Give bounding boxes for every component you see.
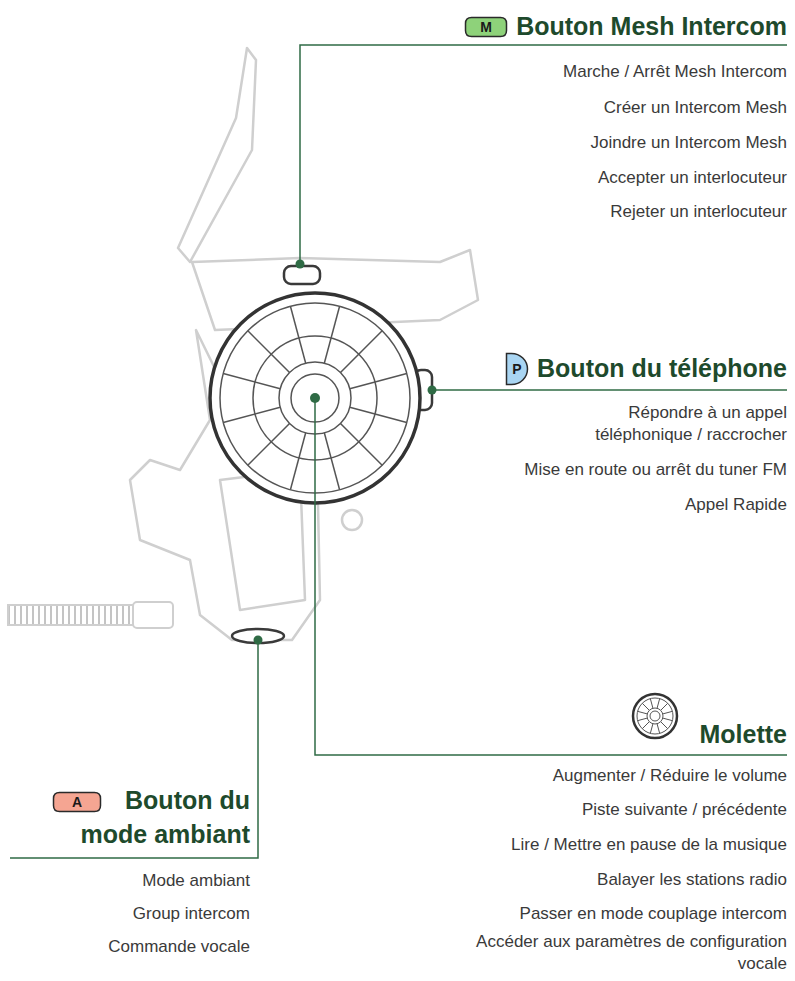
function-item: Joindre un Intercom Mesh bbox=[590, 132, 787, 154]
function-item: Accéder aux paramètres de configuration … bbox=[447, 931, 787, 975]
icon-letter: M bbox=[464, 16, 508, 38]
function-item: Lire / Mettre en pause de la musique bbox=[511, 834, 787, 856]
mesh-icon: M bbox=[464, 16, 508, 38]
icon-letter: P bbox=[505, 352, 529, 386]
function-item: Accepter un interlocuteur bbox=[598, 167, 787, 189]
button-heading: Bouton Mesh Intercom bbox=[516, 10, 787, 44]
function-item: Appel Rapide bbox=[685, 494, 787, 516]
leader-dots bbox=[254, 260, 437, 645]
leader-lines bbox=[10, 45, 787, 858]
ambient-icon: A bbox=[52, 791, 102, 813]
mesh-button bbox=[284, 266, 320, 284]
side-button bbox=[342, 510, 362, 530]
function-item: Marche / Arrêt Mesh Intercom bbox=[563, 61, 787, 83]
function-item: Balayer les stations radio bbox=[597, 869, 787, 891]
function-item: Rejeter un interlocuteur bbox=[610, 201, 787, 223]
cable bbox=[8, 605, 133, 625]
function-item: Répondre à un appel téléphonique / raccr… bbox=[555, 402, 787, 446]
function-item: Mode ambiant bbox=[142, 870, 250, 892]
dial-icon bbox=[633, 694, 677, 738]
function-item: Group intercom bbox=[133, 903, 250, 925]
button-heading: Molette bbox=[700, 718, 788, 752]
function-item: Augmenter / Réduire le volume bbox=[553, 765, 787, 787]
antenna-arm bbox=[178, 48, 256, 262]
phone-icon: P bbox=[505, 352, 529, 386]
function-item: Passer en mode couplage intercom bbox=[520, 903, 787, 925]
button-heading: Bouton du téléphone bbox=[537, 352, 787, 386]
icon-letter: A bbox=[52, 791, 102, 813]
function-item: Créer un Intercom Mesh bbox=[604, 97, 787, 119]
function-item: Piste suivante / précédente bbox=[582, 799, 787, 821]
function-item: Commande vocale bbox=[108, 936, 250, 958]
function-item: Mise en route ou arrêt du tuner FM bbox=[524, 459, 787, 481]
cable-plug bbox=[133, 602, 173, 628]
